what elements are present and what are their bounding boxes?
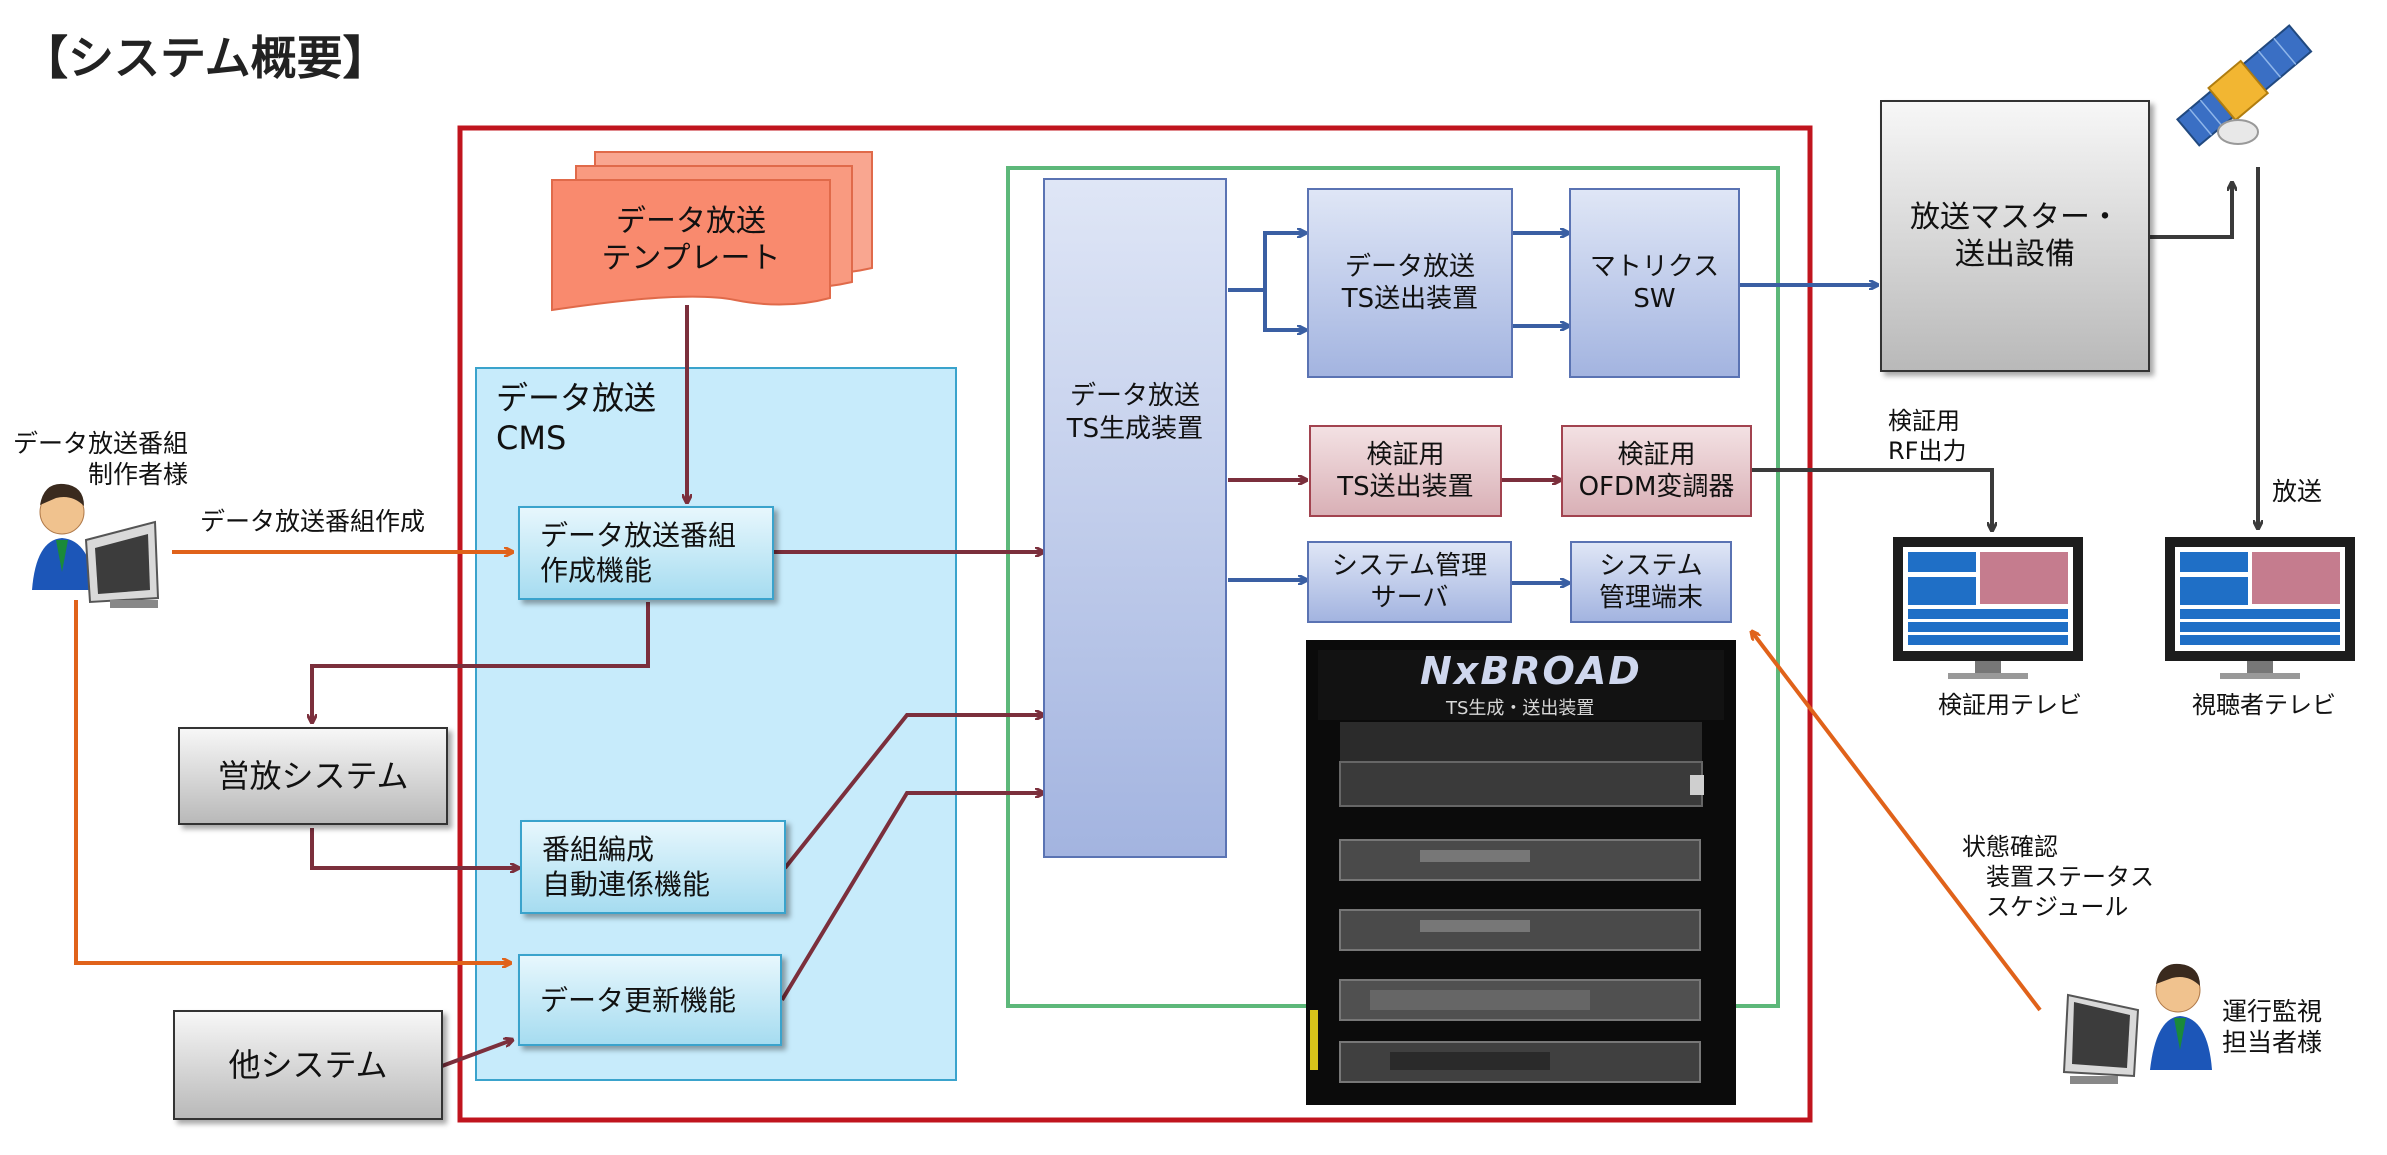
gray-connectors [1752,167,2258,530]
data-update-line-1: データ更新機能 [540,983,737,1017]
operator-line-2: 担当者様 [2222,1028,2323,1058]
tv-icon [1893,537,2083,679]
orange-connectors [74,552,2042,1012]
auto-link-line-1: 番組編成 [542,833,655,866]
ts-generator: データ放送 TS生成装置 [1043,178,1227,858]
ofdm-modulator-line-1: 検証用 [1617,439,1696,470]
edge-label-status: 状態確認 装置ステータス スケジュール [1962,832,2154,922]
business-system-label: 営放システム [217,757,409,795]
verify-ts-sender-line-1: 検証用 [1366,439,1445,470]
tv-verify-caption: 検証用テレビ [1938,691,2082,719]
cms-title-line-1: データ放送 [496,379,657,417]
data-update-function: データ更新機能 [518,954,782,1046]
program-creation-line-1: データ放送番組 [540,519,737,552]
edge-label-broadcast: 放送 [2272,477,2323,506]
ts-sender-line-1: データ放送 [1344,251,1475,282]
broadcast-master-line-2: 送出設備 [1955,237,2075,272]
verify-ts-sender: 検証用 TS送出装置 [1309,425,1502,517]
ts-generator-line-1: データ放送 [1069,381,1200,411]
operator-line-1: 運行監視 [2222,997,2323,1026]
maroon-connectors [312,305,1560,1068]
sys-server-line-1: システム管理 [1331,550,1488,581]
ofdm-modulator-line-2: OFDM変調器 [1578,472,1735,502]
page-title: 【システム概要】 [22,31,389,85]
verify-ts-sender-line-2: TS送出装置 [1337,472,1474,502]
system-management-terminal: システム 管理端末 [1570,541,1732,623]
sys-terminal-line-1: システム [1599,550,1703,581]
rack-caption: TS生成・送出装置 [1446,698,1595,719]
program-creation-line-2: 作成機能 [540,554,653,587]
producer-label: データ放送番組 制作者様 [12,428,188,491]
broadcast-master: 放送マスター・ 送出設備 [1880,100,2150,372]
other-system: 他システム [173,1010,443,1120]
producer-line-1: データ放送番組 [12,429,188,458]
business-system: 営放システム [178,727,448,825]
cms-title: データ放送 CMS [496,378,656,458]
producer-line-2: 制作者様 [87,460,188,490]
ts-generator-line-2: TS生成装置 [1066,413,1204,444]
edge-label-verify-rf: 検証用 RF出力 [1888,406,1966,466]
matrix-switch-line-1: マトリクス [1589,251,1720,282]
auto-link-line-2: 自動連係機能 [542,868,711,901]
matrix-switch-line-2: SW [1633,284,1676,314]
system-management-server: システム管理 サーバ [1307,541,1512,623]
template-doc-stack [551,151,873,312]
tv-viewer-caption: 視聴者テレビ [2192,691,2336,719]
ofdm-modulator: 検証用 OFDM変調器 [1561,425,1752,517]
sys-terminal-line-2: 管理端末 [1598,583,1703,613]
rack-brand-logo: NxBROAD [1420,649,1642,693]
operator-label: 運行監視 担当者様 [2222,996,2322,1059]
ts-sender: データ放送 TS送出装置 [1307,188,1513,378]
satellite-icon [2175,24,2313,147]
edge-label-status-line-1: 状態確認 [1962,833,2058,861]
edge-label-status-line-3: スケジュール [1986,893,2129,921]
edge-label-create-program: データ放送番組作成 [200,507,426,536]
broadcast-master-line-1: 放送マスター・ [1910,199,2120,235]
edge-label-status-line-2: 装置ステータス [1986,863,2154,891]
template-doc: データ放送 テンプレート [552,190,830,290]
tv-icon [2165,537,2355,679]
auto-link-function: 番組編成 自動連係機能 [520,820,786,914]
server-rack-photo [1306,640,1736,1105]
person-at-computer-icon [32,483,160,608]
person-at-computer-icon [2062,963,2212,1084]
sys-server-line-2: サーバ [1370,583,1449,613]
matrix-switch: マトリクス SW [1569,188,1740,378]
other-system-label: 他システム [228,1046,388,1084]
system-boundary-frame [457,125,1813,1123]
blue-connectors [1228,233,1877,583]
edge-label-verify-rf-line-1: 検証用 [1888,407,1960,435]
edge-label-verify-rf-line-2: RF出力 [1888,437,1967,465]
cms-title-line-2: CMS [496,419,567,457]
template-line-2: テンプレート [601,241,781,276]
ts-sender-line-2: TS送出装置 [1341,284,1479,314]
template-line-1: データ放送 [616,203,766,239]
program-creation-function: データ放送番組 作成機能 [518,506,774,600]
